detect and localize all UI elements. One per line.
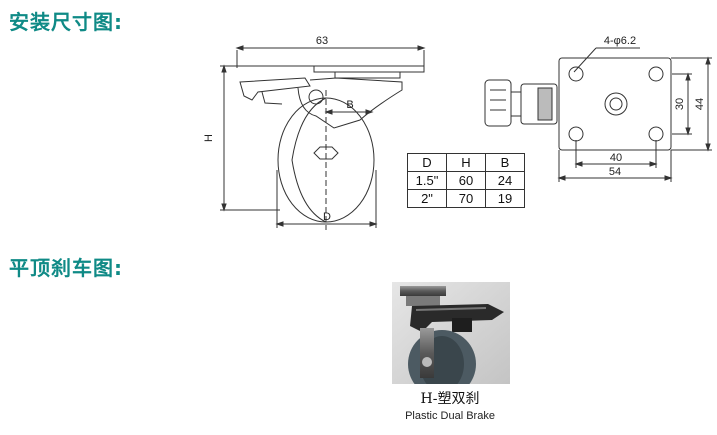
bolt-hole (568, 126, 584, 142)
bolt-hole (648, 126, 664, 142)
caster-photo-illustration (392, 282, 510, 384)
table-cell: 1.5" (407, 171, 447, 190)
spec-table: D H B 1.5" 60 24 2" 70 19 (407, 153, 525, 208)
mounting-plate (558, 57, 672, 151)
dim-44-label: 44 (694, 98, 706, 110)
dim-54-label: 54 (609, 166, 621, 178)
dim-d-label: D (323, 211, 331, 223)
dim-h-label: H (203, 134, 215, 142)
dim-30-label: 30 (674, 98, 686, 110)
product-caption-cn: H-塑双刹 (420, 391, 480, 407)
table-header-b: B (485, 153, 525, 172)
pivot-circle (308, 89, 324, 105)
product-photo (392, 282, 510, 384)
bolt-hole (648, 66, 664, 82)
dim-63-label: 63 (316, 35, 328, 47)
wheel-top (520, 83, 558, 125)
brake-lever (239, 77, 311, 101)
table-row: 2" 70 19 (407, 189, 525, 208)
top-plate (313, 65, 425, 73)
table-cell: 19 (485, 189, 525, 208)
product-caption-en: Plastic Dual Brake (405, 410, 495, 422)
table-header-h: H (446, 153, 486, 172)
center-hole (604, 92, 628, 116)
brake-diagram-title: 平顶刹车图: (9, 256, 123, 280)
dim-b-label: B (346, 99, 353, 111)
install-diagram-title: 安装尺寸图: (9, 10, 123, 34)
table-cell: 24 (485, 171, 525, 190)
table-header-d: D (407, 153, 447, 172)
hole-spec-label: 4-φ6.2 (604, 35, 636, 47)
bolt-hole (568, 66, 584, 82)
swivel-head (334, 72, 401, 79)
caster-yoke (297, 77, 403, 129)
axle-hex (313, 146, 339, 160)
table-header-row: D H B (407, 153, 525, 172)
dim-40-label: 40 (610, 152, 622, 164)
table-cell: 2" (407, 189, 447, 208)
table-row: 1.5" 60 24 (407, 171, 525, 190)
brake-pedal (484, 79, 512, 127)
table-cell: 70 (446, 189, 486, 208)
table-cell: 60 (446, 171, 486, 190)
